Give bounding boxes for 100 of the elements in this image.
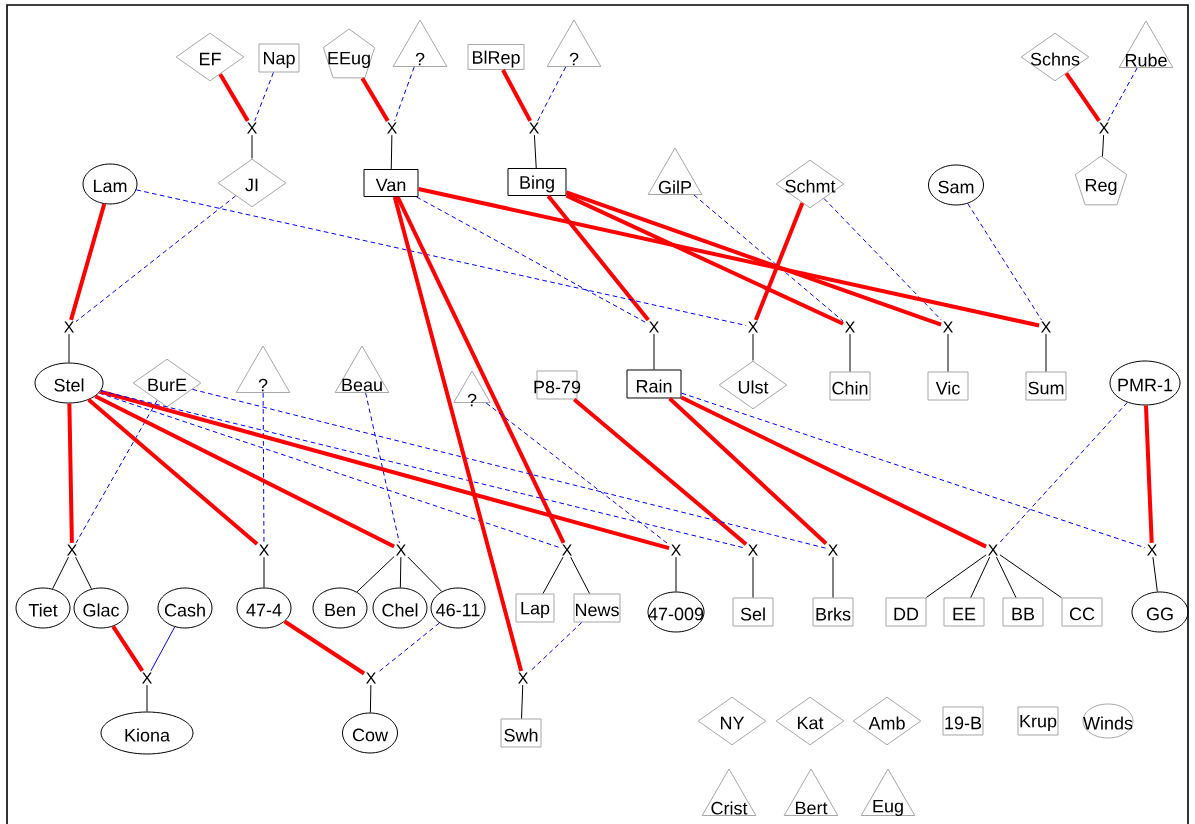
variety-box: Krup	[1017, 706, 1059, 736]
variety-box: Sum	[1025, 371, 1067, 401]
cross-line	[395, 196, 566, 544]
cross-line	[537, 66, 567, 122]
cross-line	[1152, 556, 1158, 593]
cross-line	[675, 556, 677, 592]
cross-line	[94, 394, 395, 549]
cross-line	[283, 619, 366, 676]
variety-triangle: ?	[392, 19, 448, 67]
cross-line	[360, 77, 390, 122]
variety-box: 19-B	[942, 706, 984, 736]
cross-line	[356, 556, 395, 593]
variety-triangle: Beau	[334, 345, 390, 393]
cross-mark: X	[529, 122, 539, 134]
cross-line	[394, 66, 415, 122]
cross-line	[693, 194, 844, 322]
variety-box: P8-79	[534, 370, 581, 400]
cross-line	[995, 556, 1017, 598]
cross-line	[1101, 134, 1105, 157]
cross-line	[849, 333, 851, 372]
cross-line	[925, 554, 987, 598]
variety-triangle: Bert	[783, 768, 839, 816]
variety-triangle: GilP	[647, 147, 703, 195]
cross-line	[752, 556, 754, 598]
cross-line	[653, 333, 655, 370]
cross-mark: X	[1099, 122, 1109, 134]
cross-mark: X	[518, 672, 528, 684]
cross-line	[570, 556, 590, 594]
cross-mark: X	[259, 544, 269, 556]
cross-line	[521, 684, 524, 719]
variety-box: DD	[885, 597, 927, 627]
cross-line	[75, 556, 92, 590]
cross-line	[832, 556, 834, 598]
cross-line	[399, 556, 402, 588]
variety-pentagon: EEug	[322, 28, 376, 79]
cross-mark: X	[142, 672, 152, 684]
variety-box: EE	[943, 597, 985, 627]
cross-mark: X	[748, 544, 758, 556]
variety-box: Lap	[515, 593, 555, 623]
cross-mark: X	[366, 672, 376, 684]
variety-box: Vic	[927, 371, 969, 401]
cross-mark: X	[649, 321, 659, 333]
cross-mark: X	[671, 544, 681, 556]
variety-box: Van	[363, 169, 419, 197]
variety-box: News	[573, 593, 621, 623]
cross-line	[485, 402, 670, 546]
variety-triangle: ?	[453, 370, 491, 407]
cross-mark: X	[1041, 321, 1051, 333]
variety-triangle: Eug	[860, 768, 916, 817]
cross-mark: X	[748, 321, 758, 333]
variety-box: CC	[1061, 597, 1103, 627]
cross-line	[1045, 333, 1047, 372]
cross-line	[263, 556, 265, 588]
cross-line	[565, 193, 844, 326]
cross-line	[98, 392, 561, 549]
cross-mark: X	[387, 122, 397, 134]
cross-mark: X	[828, 544, 838, 556]
cross-mark: X	[845, 321, 855, 333]
cross-mark: X	[396, 544, 406, 556]
variety-box: Swh	[500, 718, 542, 748]
cross-line	[529, 622, 583, 672]
variety-box: BB	[1002, 597, 1044, 627]
cross-line	[377, 622, 440, 673]
cross-line	[69, 203, 107, 321]
cross-line	[967, 203, 1042, 321]
cross-mark: X	[67, 544, 77, 556]
cross-line	[680, 395, 987, 549]
variety-box: Bing	[507, 168, 567, 196]
cross-line	[218, 73, 250, 122]
cross-line	[565, 190, 942, 327]
cross-line	[369, 684, 372, 713]
cross-line	[111, 625, 144, 672]
cross-line	[52, 556, 69, 590]
cross-line	[418, 187, 1040, 328]
cross-line	[681, 392, 1146, 549]
cross-line	[668, 397, 828, 546]
cross-line	[947, 333, 949, 372]
cross-line	[1143, 405, 1154, 543]
cross-line	[823, 198, 942, 321]
cross-line	[407, 556, 443, 592]
variety-triangle: ?	[235, 345, 291, 393]
cross-mark: X	[988, 544, 998, 556]
variety-box: BlRep	[467, 44, 525, 70]
variety-triangle: ?	[546, 19, 602, 67]
cross-line	[254, 72, 274, 122]
cross-mark: X	[247, 122, 257, 134]
variety-box: Nap	[258, 43, 300, 73]
cross-line	[754, 202, 805, 321]
cross-line	[67, 403, 74, 543]
cross-line	[542, 556, 564, 594]
cross-line	[416, 196, 648, 324]
cross-line	[75, 195, 237, 323]
variety-box: Sel	[732, 597, 774, 627]
cross-line	[572, 397, 748, 546]
cross-line	[999, 554, 1062, 599]
variety-box: Rain	[626, 369, 682, 399]
cross-mark: X	[562, 544, 572, 556]
cross-line	[533, 134, 537, 169]
cross-line	[752, 333, 754, 361]
cross-line	[392, 196, 524, 672]
